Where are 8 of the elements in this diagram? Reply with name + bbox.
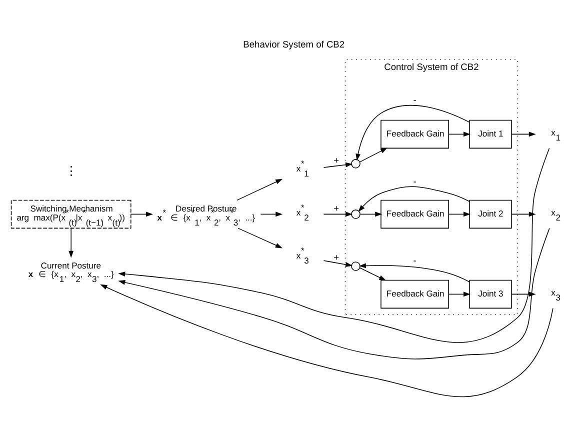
diagram-title: Behavior System of CB2: [243, 39, 345, 50]
edge-label: -: [413, 255, 416, 266]
edge-label: +: [334, 252, 340, 262]
edge-label: -: [413, 176, 416, 186]
label: ⋮: [64, 164, 77, 178]
edge-label: +: [334, 154, 340, 165]
edge-label: -: [413, 94, 416, 104]
edge-label: +: [334, 203, 340, 214]
